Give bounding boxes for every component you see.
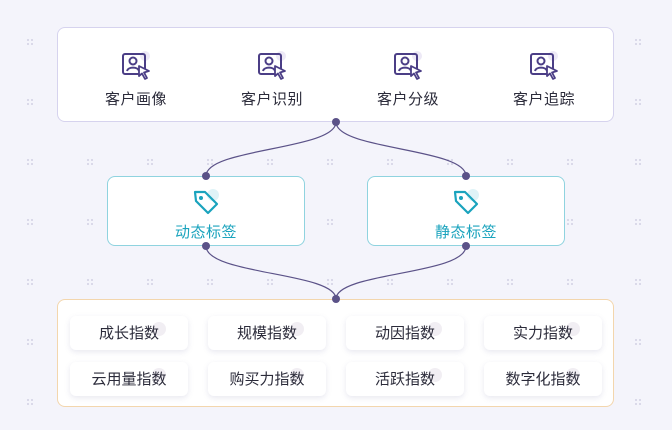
index-chip-label: 云用量指数 [91,370,167,388]
top-item-tracking[interactable]: 客户追踪 [494,50,594,110]
top-item-identify[interactable]: 客户识别 [222,50,322,110]
index-chip-motive[interactable]: 动因指数 [346,316,464,350]
index-chip-purchasing-power[interactable]: 购买力指数 [208,362,326,396]
dynamic-tag-label: 动态标签 [174,223,237,241]
index-chip-growth[interactable]: 成长指数 [70,316,188,350]
index-chip-label: 活跃指数 [374,370,435,388]
top-item-label: 客户识别 [240,90,303,108]
tag-icon [453,189,479,215]
index-chip-scale[interactable]: 规模指数 [208,316,326,350]
index-chip-digitalization[interactable]: 数字化指数 [484,362,602,396]
index-chip-activity[interactable]: 活跃指数 [346,362,464,396]
user-portrait-click-icon [122,51,150,80]
index-chip-label: 规模指数 [236,324,297,342]
index-chip-label: 购买力指数 [229,370,305,388]
user-portrait-click-icon [530,51,558,80]
index-chip-label: 实力指数 [512,324,573,342]
user-portrait-click-icon [258,51,286,80]
tag-icon [193,189,219,215]
index-chip-strength[interactable]: 实力指数 [484,316,602,350]
top-item-grading[interactable]: 客户分级 [358,50,458,110]
top-item-portrait[interactable]: 客户画像 [86,50,186,110]
static-tag-label: 静态标签 [434,223,497,241]
index-chip-label: 数字化指数 [505,370,581,388]
static-tag-card[interactable]: 静态标签 [367,176,565,246]
customer-functions-card: 客户画像 客户识别 客户分级 客户追踪 [57,27,614,122]
dynamic-tag-card[interactable]: 动态标签 [107,176,305,246]
top-item-label: 客户画像 [104,90,167,108]
user-portrait-click-icon [394,51,422,80]
index-chip-label: 成长指数 [98,324,159,342]
index-card: 成长指数 规模指数 动因指数 实力指数 云用量指数 购买力指数 活跃指数 数字化… [57,299,614,407]
index-chip-cloud-usage[interactable]: 云用量指数 [70,362,188,396]
top-item-label: 客户分级 [376,90,439,108]
top-item-label: 客户追踪 [512,90,575,108]
index-chip-label: 动因指数 [374,324,435,342]
